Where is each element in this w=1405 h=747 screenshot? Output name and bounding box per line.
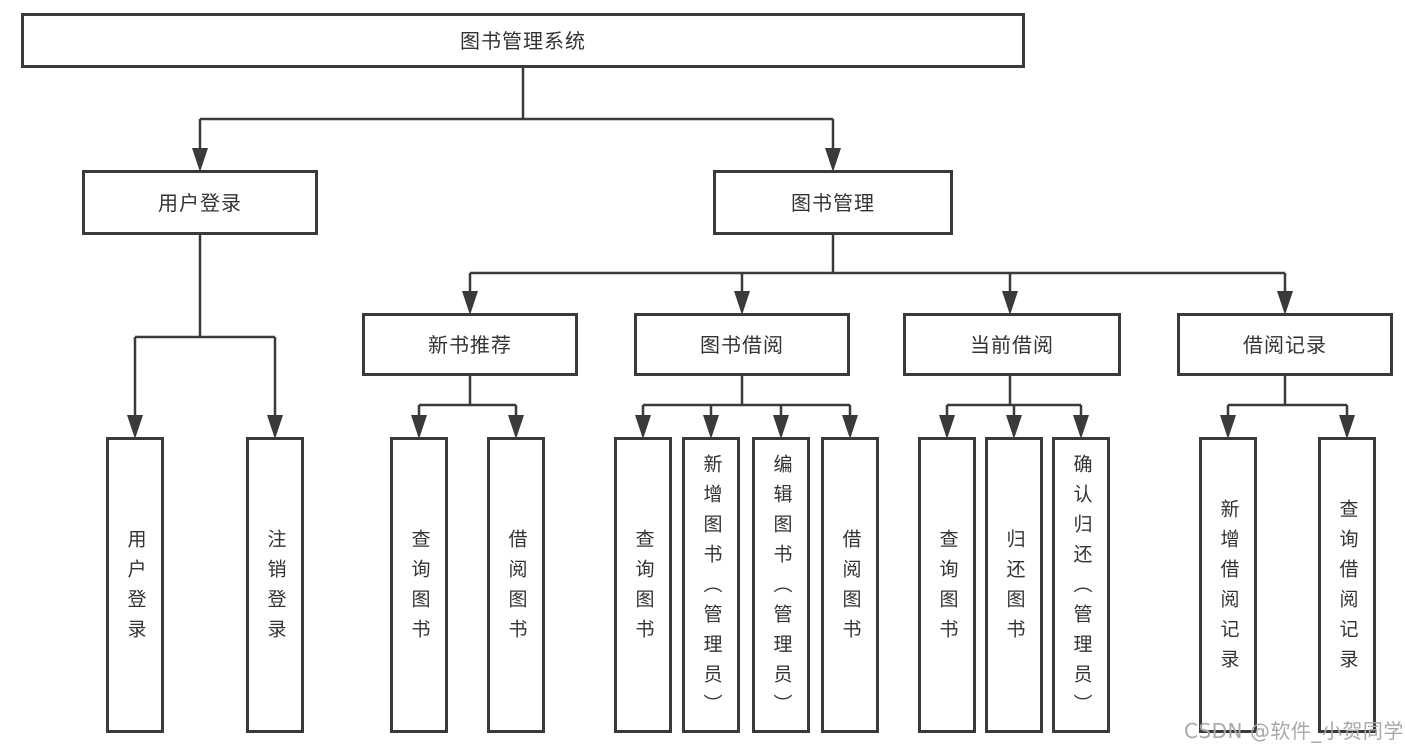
- node-confirm-return-admin: 确认归还（管理员）: [1052, 437, 1110, 733]
- node-edit-books-admin: 编辑图书（管理员）: [752, 437, 810, 733]
- watermark: CSDN @软件_小贺同学: [1184, 719, 1404, 743]
- arrowheads: [127, 148, 1355, 439]
- node-borrowing-records: 借阅记录: [1177, 313, 1393, 376]
- node-add-borrowing-record: 新增借阅记录: [1199, 437, 1257, 733]
- node-query-books-current: 查询图书: [918, 437, 976, 733]
- connector-current-borrowing-split: [945, 375, 1083, 417]
- connector-new-book-split: [417, 375, 518, 417]
- connector-book-management-split: [468, 234, 1287, 293]
- node-current-borrowing: 当前借阅: [903, 313, 1121, 376]
- node-library-management-system: 图书管理系统: [21, 13, 1025, 68]
- node-book-borrowing: 图书借阅: [634, 313, 850, 376]
- node-add-books-admin: 新增图书（管理员）: [682, 437, 740, 733]
- node-return-books: 归还图书: [985, 437, 1043, 733]
- node-query-books-borrowing: 查询图书: [614, 437, 672, 733]
- node-query-borrowing-record: 查询借阅记录: [1318, 437, 1376, 733]
- node-user-login-branch: 用户登录: [82, 170, 318, 235]
- node-borrow-books-recommend: 借阅图书: [487, 437, 545, 733]
- node-borrow-books-borrowing: 借阅图书: [821, 437, 879, 733]
- node-query-books-recommend: 查询图书: [390, 437, 448, 733]
- node-book-management: 图书管理: [713, 170, 953, 235]
- node-logout: 注销登录: [246, 437, 304, 733]
- node-user-login-leaf: 用户登录: [106, 437, 164, 733]
- connector-root-to-level2: [198, 67, 835, 150]
- connector-user-login-split: [133, 234, 277, 417]
- connector-borrowing-records-split: [1226, 375, 1349, 417]
- connector-book-borrowing-split: [641, 375, 852, 417]
- node-new-book-recommendation: 新书推荐: [362, 313, 578, 376]
